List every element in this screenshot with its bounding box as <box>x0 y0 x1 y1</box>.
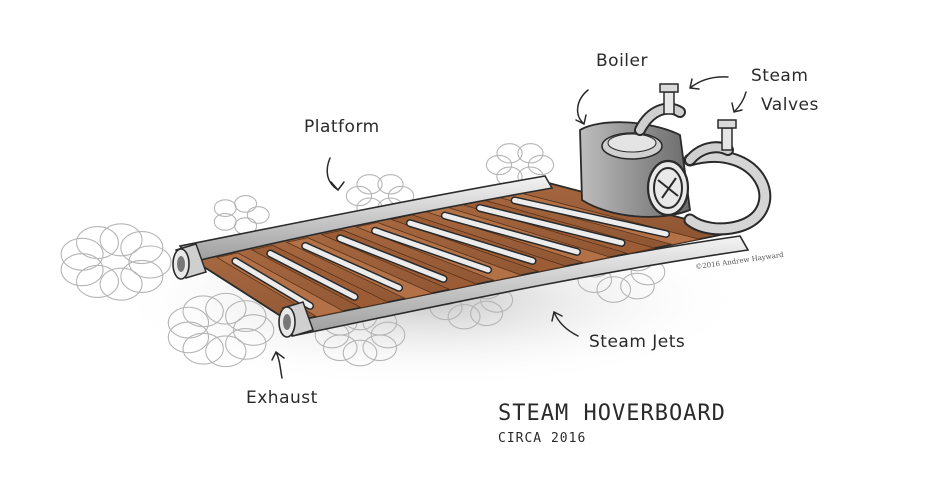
label-steam-valves-line1: Steam <box>751 66 809 86</box>
label-steam-jets: Steam Jets <box>589 332 686 352</box>
steam-puff <box>128 245 172 279</box>
steam-jets-arrow <box>551 310 579 337</box>
steam-puff <box>99 267 143 301</box>
steam-puff <box>205 292 247 325</box>
diagram-title: STEAM HOVERBOARD <box>498 401 726 426</box>
steam-puff <box>182 295 224 328</box>
deck-rod-highlight <box>477 205 625 246</box>
exhaust-arrow <box>271 350 285 379</box>
exhaust-tube-left <box>172 243 207 280</box>
steam-puff <box>356 174 383 195</box>
deck-rod-highlight <box>267 251 358 300</box>
steam-puff <box>377 174 404 195</box>
deck-rod-highlight <box>302 243 402 291</box>
platform-arrow <box>326 157 345 192</box>
steam-valve-1 <box>659 83 679 115</box>
deck-rod-highlight <box>512 197 669 237</box>
exhaust-tube-right <box>278 301 314 338</box>
steam-puff <box>620 272 655 300</box>
boiler <box>579 121 691 218</box>
label-steam-valves-line2: Valves <box>761 95 819 115</box>
steam-puff <box>447 303 481 330</box>
steam-puff <box>470 300 504 327</box>
steam-puff <box>75 225 120 260</box>
deck-slats <box>215 191 700 318</box>
steam-puff <box>345 185 373 207</box>
deck-rod-highlight <box>442 213 580 255</box>
boiler-arrow <box>575 89 589 126</box>
label-boiler: Boiler <box>596 51 648 71</box>
steam-puff <box>517 143 544 164</box>
deck-rod-highlight <box>372 228 491 273</box>
steam-puff <box>496 143 523 164</box>
deck-rod-highlight <box>407 220 536 264</box>
steam-valve-arrow-2 <box>731 91 747 113</box>
steam-puff <box>485 154 513 176</box>
back-rail <box>178 175 554 263</box>
label-platform: Platform <box>304 117 380 137</box>
steam-puff <box>527 154 555 176</box>
steam-puff <box>370 321 406 349</box>
steam-valve-arrow-1 <box>689 76 729 90</box>
steam-clouds <box>60 143 666 368</box>
steam-puff <box>246 206 270 224</box>
steam-puff <box>232 314 275 346</box>
steam-puff <box>225 300 267 333</box>
deck-rod-highlight <box>337 235 447 282</box>
steam-puff <box>99 223 143 257</box>
diagram-subtitle: CIRCA 2016 <box>498 431 587 446</box>
label-exhaust: Exhaust <box>246 388 318 408</box>
steam-puff <box>120 259 164 294</box>
steam-puff <box>225 327 267 360</box>
steam-puff <box>60 237 104 271</box>
steam-puff <box>596 276 632 303</box>
steam-puff <box>167 306 210 339</box>
steam-puff <box>213 213 237 231</box>
steam-puff <box>120 230 164 265</box>
steam-puff <box>234 195 258 213</box>
steam-valve-2 <box>717 119 737 151</box>
steam-puff <box>205 335 247 368</box>
steam-puff <box>342 339 378 367</box>
deck-rod-highlight <box>232 258 313 309</box>
